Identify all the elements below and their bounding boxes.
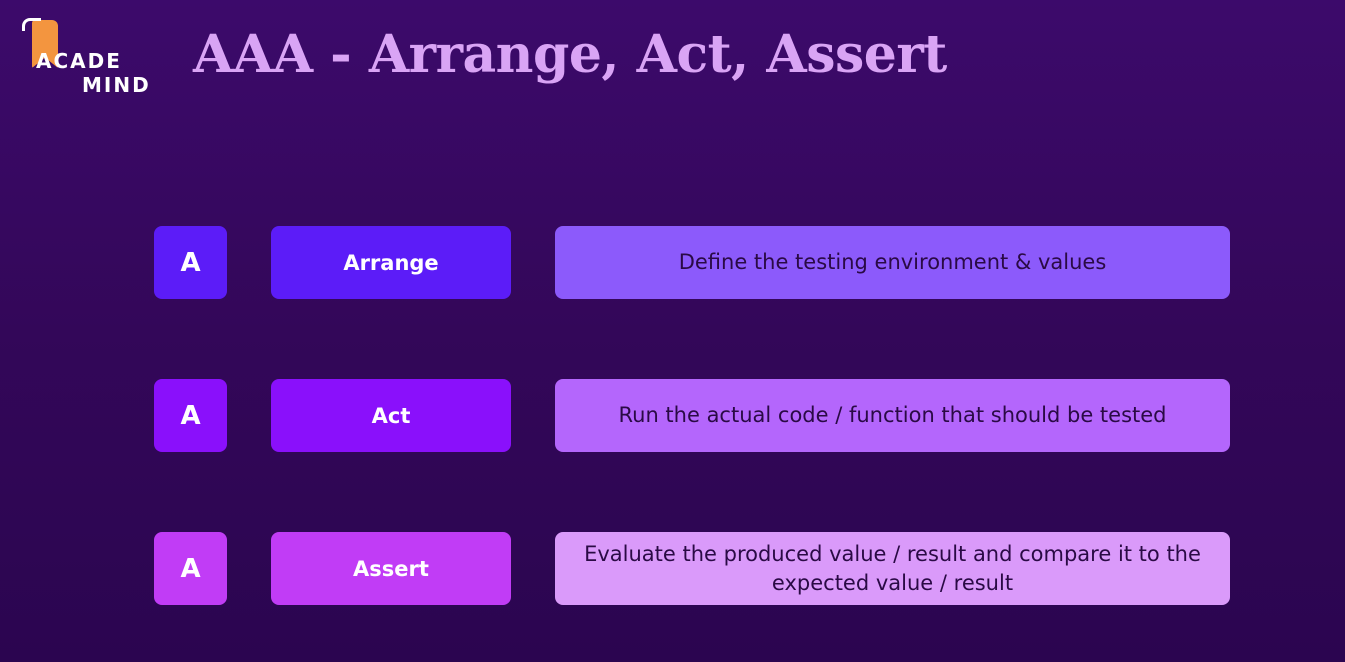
- aaa-row-assert: A Assert Evaluate the produced value / r…: [154, 532, 1230, 605]
- row-badge: A: [154, 379, 227, 452]
- academind-logo: ACADE MIND: [22, 18, 162, 98]
- row-description: Evaluate the produced value / result and…: [555, 532, 1230, 605]
- row-badge: A: [154, 226, 227, 299]
- logo-text-line2: MIND: [82, 73, 151, 97]
- row-label: Assert: [271, 532, 511, 605]
- aaa-row-act: A Act Run the actual code / function tha…: [154, 379, 1230, 452]
- row-description: Define the testing environment & values: [555, 226, 1230, 299]
- slide-title: AAA - Arrange, Act, Assert: [193, 24, 947, 85]
- row-badge: A: [154, 532, 227, 605]
- bookmark-curl-icon: [22, 18, 41, 31]
- row-label: Arrange: [271, 226, 511, 299]
- logo-text-line1: ACADE: [36, 49, 122, 73]
- row-description: Run the actual code / function that shou…: [555, 379, 1230, 452]
- aaa-row-arrange: A Arrange Define the testing environment…: [154, 226, 1230, 299]
- row-label: Act: [271, 379, 511, 452]
